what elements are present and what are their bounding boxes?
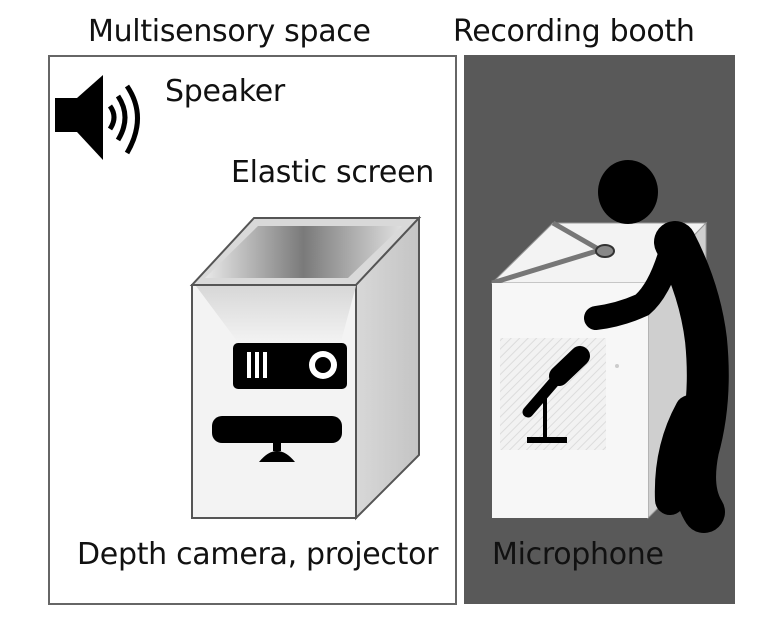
depth-camera-projector-label: Depth camera, projector <box>77 537 439 572</box>
speaker-label: Speaker <box>165 74 285 109</box>
person-icon <box>584 160 729 533</box>
projector-icon <box>233 343 347 389</box>
multisensory-space-title: Multisensory space <box>88 14 371 49</box>
elastic-screen-cube <box>189 215 422 521</box>
microphone-label: Microphone <box>492 537 664 572</box>
speaker-icon <box>55 75 140 160</box>
depth-camera-icon <box>212 416 342 462</box>
recording-booth-title: Recording booth <box>453 14 695 49</box>
elastic-screen-label: Elastic screen <box>231 155 434 190</box>
microphone-icon <box>522 346 590 443</box>
